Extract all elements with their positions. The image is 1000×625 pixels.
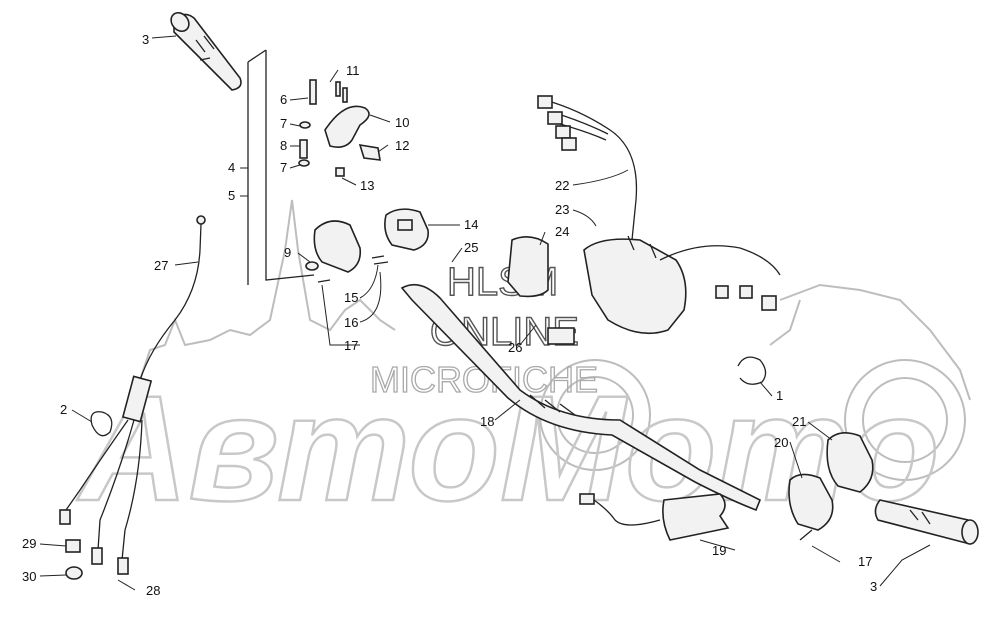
callout-17: 17: [344, 338, 358, 353]
callout-12: 12: [395, 138, 409, 153]
lever-assembly: [298, 79, 381, 177]
callout-10: 10: [395, 115, 409, 130]
watermark-wheel-rear-inner: [862, 377, 948, 463]
watermark-wheel-rear: [844, 359, 966, 481]
callout-20: 20: [774, 435, 788, 450]
throttle-cable: [59, 215, 206, 575]
callout-8: 8: [280, 138, 287, 153]
watermark-motorcycle: [769, 283, 971, 401]
center-housing: [507, 235, 687, 345]
callout-3: 3: [142, 32, 149, 47]
callout-5: 5: [228, 188, 235, 203]
watermark-skyline: [139, 199, 396, 381]
wiring-harness-top: [537, 95, 781, 311]
callout-24: 24: [555, 224, 569, 239]
callout-11: 11: [346, 63, 360, 78]
callout-23: 23: [555, 202, 569, 217]
callout-7-second: 7: [280, 160, 287, 175]
handlebar: [400, 283, 762, 512]
callout-3-right: 3: [870, 579, 877, 594]
callout-7: 7: [280, 116, 287, 131]
callout-27: 27: [154, 258, 168, 273]
callout-15: 15: [344, 290, 358, 305]
callout-21: 21: [792, 414, 806, 429]
callout-29: 29: [22, 536, 36, 551]
callout-19: 19: [712, 543, 726, 558]
callout-28: 28: [146, 583, 160, 598]
callout-4: 4: [228, 160, 235, 175]
callout-25: 25: [464, 240, 478, 255]
leader-lines: [39, 35, 931, 591]
callout-16: 16: [344, 315, 358, 330]
switch-housing-right: [737, 356, 874, 541]
callout-1: 1: [776, 388, 783, 403]
callout-26: 26: [508, 340, 522, 355]
callout-9: 9: [284, 245, 291, 260]
callout-2: 2: [60, 402, 67, 417]
bracket-lines: [247, 49, 315, 285]
grip-left: [170, 11, 242, 91]
callout-14: 14: [464, 217, 478, 232]
callout-18: 18: [480, 414, 494, 429]
callouts: 3 11 6 10 7 8 12 4 7 13 5 22 23 14 24 25…: [22, 32, 877, 598]
callout-6: 6: [280, 92, 287, 107]
harness-19: [579, 493, 730, 541]
small-parts: [65, 411, 113, 580]
callout-22: 22: [555, 178, 569, 193]
callout-17-right: 17: [858, 554, 872, 569]
grip-right: [874, 499, 979, 545]
switch-housing-left: [305, 208, 430, 283]
callout-30: 30: [22, 569, 36, 584]
callout-13: 13: [360, 178, 374, 193]
